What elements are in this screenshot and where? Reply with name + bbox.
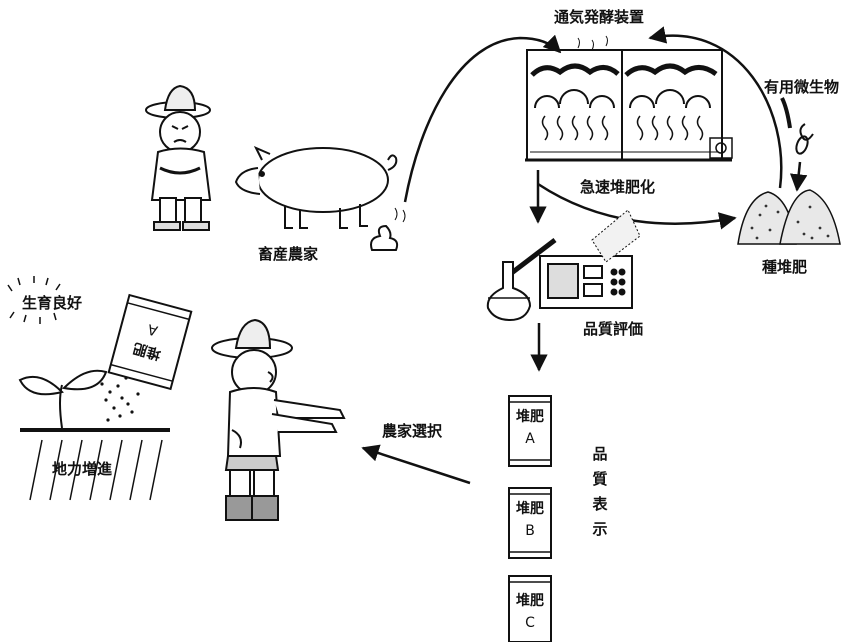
label-quality-evaluation: 品質評価 xyxy=(583,320,644,338)
can-name: 堆肥 xyxy=(516,409,544,425)
fermentation-device xyxy=(525,35,733,162)
pig-figure xyxy=(234,146,398,229)
microbes-drawing xyxy=(780,97,814,155)
label-good-growth: 生育良好 xyxy=(22,294,83,312)
arrow-manure-to-device xyxy=(403,34,562,203)
seed-compost-piles xyxy=(737,189,841,245)
can-name: 堆肥 xyxy=(516,501,544,517)
arrow-seed-to-device xyxy=(648,26,783,189)
label-rapid-composting: 急速堆肥化 xyxy=(580,178,656,196)
label-soil-improvement: 地力増進 xyxy=(52,460,113,478)
label-quality-display: 品 質 表 示 xyxy=(590,442,610,542)
compost-can-c: 堆肥 C xyxy=(509,590,551,634)
quality-display-char: 質 xyxy=(592,470,608,488)
label-farmer-choice: 農家選択 xyxy=(382,422,443,440)
arrow-microbes-to-seed xyxy=(789,161,808,192)
compost-can-frames xyxy=(508,395,552,642)
compost-can-a: 堆肥 A xyxy=(509,406,551,450)
plant-and-soil xyxy=(7,276,170,501)
quality-display-char: 品 xyxy=(592,445,608,463)
crop-farmer-figure xyxy=(211,318,346,521)
quality-display-char: 表 xyxy=(592,495,608,513)
arrow-to-farmer xyxy=(361,444,471,485)
can-grade: C xyxy=(525,615,535,631)
can-grade: B xyxy=(525,523,535,539)
livestock-farmer-figure xyxy=(145,84,212,231)
flow-arrows xyxy=(361,26,808,485)
compost-can-b: 堆肥 B xyxy=(509,498,551,542)
manure-pile xyxy=(370,207,406,251)
label-seed-compost: 種堆肥 xyxy=(762,258,808,276)
label-aeration-device: 通気発酵装置 xyxy=(554,8,645,26)
evaluation-instruments xyxy=(486,209,641,322)
label-useful-microbes: 有用微生物 xyxy=(764,78,840,96)
arrow-device-to-seed xyxy=(537,182,737,230)
can-name: 堆肥 xyxy=(516,593,544,609)
pouring-can-frame xyxy=(107,293,193,391)
quality-display-char: 示 xyxy=(592,520,608,538)
can-grade: A xyxy=(525,431,535,447)
label-livestock-farmer: 畜産農家 xyxy=(258,245,319,263)
